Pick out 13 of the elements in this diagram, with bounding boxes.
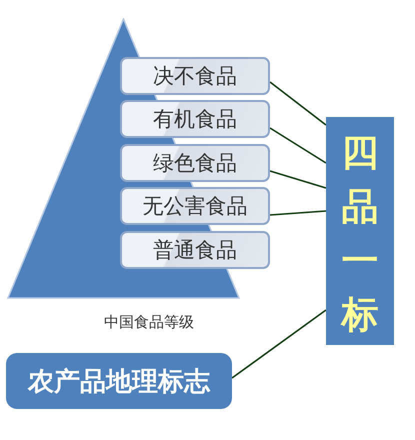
pyramid-caption: 中国食品等级 [104,313,194,332]
connector-line [270,127,326,164]
level-box: 无公害食品 [120,187,270,225]
connector-line [270,170,326,189]
level-box: 绿色食品 [120,144,270,182]
level-box: 决不食品 [120,57,270,95]
level-box: 有机食品 [120,100,270,138]
level-box: 普通食品 [120,231,270,269]
connector-line [232,309,326,379]
vertical-box: 四品一标 [326,117,394,345]
rounded-box: 农产品地理标志 [6,353,232,409]
connector-line [270,81,326,126]
connector-line [270,210,326,216]
